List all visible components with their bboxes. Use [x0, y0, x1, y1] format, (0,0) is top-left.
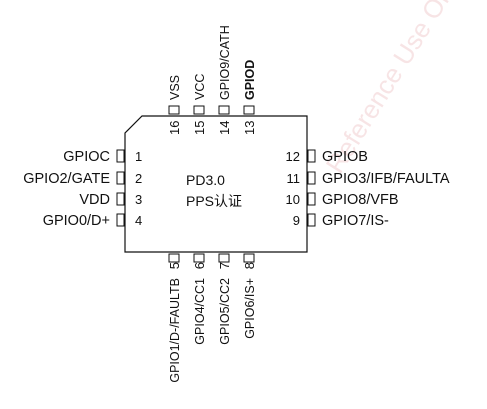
pin-right-9-number: 9	[293, 213, 300, 228]
pin-top-16-number: 16	[167, 121, 182, 135]
pin-top-14-number: 14	[217, 121, 232, 135]
pin-bottom-8-label: GPIO6/IS+	[243, 278, 257, 339]
pin-left-4-number: 4	[135, 213, 142, 228]
pin-top-15-box	[193, 105, 205, 115]
pin-left-1-label: GPIOC	[63, 149, 110, 165]
pin-top-16-label: VSS	[168, 75, 182, 100]
pin-right-10-number: 10	[286, 192, 300, 207]
pin-right-10-box	[307, 192, 316, 206]
pin-bottom-6-box	[193, 253, 205, 263]
pin-right-9-box	[307, 213, 316, 227]
pin-top-14-box	[218, 105, 230, 115]
pin-right-11-box	[307, 171, 316, 185]
pin-right-10-label: GPIO8/VFB	[322, 192, 399, 208]
pin-right-11-label: GPIO3/IFB/FAULTA	[322, 171, 450, 187]
pin-left-3-box	[116, 192, 125, 206]
chip-label-line1: PD3.0	[186, 172, 225, 188]
pin-bottom-6-label: GPIO4/CC1	[193, 278, 207, 345]
pin-top-16-box	[168, 105, 180, 115]
pin-top-13-number: 13	[242, 121, 257, 135]
pin-bottom-5-box	[168, 253, 180, 263]
pin-bottom-5-label: GPIO1/D-/FAULTB	[168, 278, 182, 383]
pin-left-1-box	[116, 149, 125, 163]
pin-bottom-8-number: 8	[242, 262, 257, 269]
pin-left-2-box	[116, 171, 125, 185]
pin-bottom-6-number: 6	[192, 262, 207, 269]
pin-bottom-7-box	[218, 253, 230, 263]
pin-right-12-label: GPIOB	[322, 149, 368, 165]
pin-left-2-number: 2	[135, 171, 142, 186]
pin-left-4-label: GPIO0/D+	[43, 213, 110, 229]
pin-bottom-7-number: 7	[217, 262, 232, 269]
pin-right-11-number: 11	[287, 171, 301, 186]
chip-label-line2: PPS认证	[186, 193, 242, 209]
pin-top-15-number: 15	[192, 121, 207, 135]
pin-left-3-label: VDD	[79, 192, 110, 208]
pin-top-13-label: GPIOD	[243, 60, 257, 100]
pin-left-2-label: GPIO2/GATE	[23, 171, 110, 187]
pin-right-9-label: GPIO7/IS-	[322, 213, 389, 229]
pin-top-13-box	[243, 105, 255, 115]
pin-left-3-number: 3	[135, 192, 142, 207]
pin-top-14-label: GPIO9/CATH	[218, 25, 232, 100]
pin-bottom-5-number: 5	[167, 262, 182, 269]
pin-bottom-7-label: GPIO5/CC2	[218, 278, 232, 345]
pin-left-4-box	[116, 213, 125, 227]
pin-right-12-number: 12	[286, 149, 300, 164]
chip-body	[124, 115, 308, 253]
pin-right-12-box	[307, 149, 316, 163]
pin-bottom-8-box	[243, 253, 255, 263]
pin-left-1-number: 1	[135, 149, 142, 164]
pin-top-15-label: VCC	[193, 74, 207, 100]
